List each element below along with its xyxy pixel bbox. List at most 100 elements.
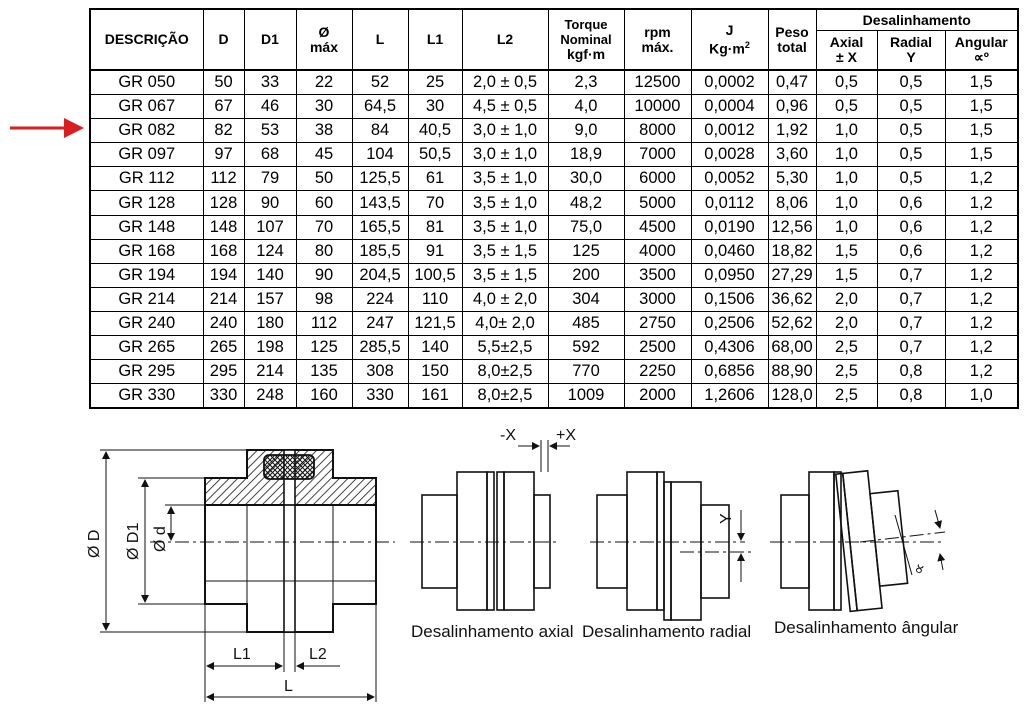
table-cell: 36,62 bbox=[767, 286, 817, 312]
table-cell: 180 bbox=[243, 310, 297, 337]
table-cell: 150 bbox=[407, 359, 463, 385]
header-j-line2: Kg·m2 bbox=[692, 38, 767, 57]
table-cell: 2,0 ± 0,5 bbox=[461, 69, 549, 96]
table-cell: 330 bbox=[351, 383, 409, 409]
table-cell: 3,5 ± 1,0 bbox=[461, 166, 549, 192]
dim-l1-label: L1 bbox=[233, 646, 251, 663]
table-cell: 214 bbox=[202, 286, 245, 312]
table-cell: 46 bbox=[243, 94, 297, 120]
table-cell: 91 bbox=[407, 238, 463, 264]
table-cell: 100,5 bbox=[407, 262, 463, 288]
table-cell: 285,5 bbox=[351, 335, 409, 361]
table-cell: 3,5 ± 1,5 bbox=[461, 238, 549, 264]
table-cell: 6000 bbox=[623, 166, 692, 192]
header-torque: Torque Nominal kgf·m bbox=[547, 8, 625, 71]
header-torque-line2: Nominal bbox=[560, 32, 612, 47]
table-cell: 214 bbox=[243, 359, 297, 385]
table-cell: 1,2 bbox=[944, 166, 1019, 192]
header-d: D bbox=[202, 8, 245, 71]
table-cell: 2,5 bbox=[815, 335, 878, 361]
highlight-arrow-icon bbox=[10, 118, 84, 138]
table-cell: 84 bbox=[351, 118, 409, 144]
table-cell: GR 295 bbox=[89, 359, 204, 385]
table-cell: 0,0012 bbox=[690, 118, 769, 144]
dim-d-label: Ø D bbox=[86, 530, 103, 558]
table-cell: 485 bbox=[547, 310, 625, 337]
table-cell: 160 bbox=[295, 383, 353, 409]
table-cell: 1,2 bbox=[944, 335, 1019, 361]
table-cell: 0,0052 bbox=[690, 166, 769, 192]
table-cell: 4,5 ± 0,5 bbox=[461, 94, 549, 120]
table-cell: 0,0112 bbox=[690, 190, 769, 216]
section-drawing bbox=[100, 449, 395, 702]
table-cell: 7000 bbox=[623, 142, 692, 168]
table-cell: 1,0 bbox=[815, 118, 878, 144]
table-cell: 1009 bbox=[547, 383, 625, 409]
table-cell: 308 bbox=[351, 359, 409, 385]
table-cell: 52,62 bbox=[767, 310, 817, 337]
table-cell: 5,30 bbox=[767, 166, 817, 192]
table-cell: 1,2606 bbox=[690, 383, 769, 409]
table-cell: 0,0028 bbox=[690, 142, 769, 168]
table-cell: GR 265 bbox=[89, 335, 204, 361]
dim-l-label: L bbox=[284, 678, 293, 695]
header-desalinhamento: Desalinhamento bbox=[815, 8, 1019, 31]
table-cell: 12500 bbox=[623, 69, 692, 96]
table-cell: 140 bbox=[243, 262, 297, 288]
table-cell: 3000 bbox=[623, 286, 692, 312]
table-cell: 18,9 bbox=[547, 142, 625, 168]
table-cell: 0,6 bbox=[876, 214, 946, 240]
table-cell: 0,0460 bbox=[690, 238, 769, 264]
header-l1: L1 bbox=[407, 8, 463, 71]
table-cell: 125 bbox=[547, 238, 625, 264]
table-cell: 0,6856 bbox=[690, 359, 769, 385]
table-cell: 1,5 bbox=[944, 69, 1019, 96]
table-cell: 2,0 bbox=[815, 286, 878, 312]
header-peso: Peso total bbox=[767, 8, 817, 71]
table-cell: 50,5 bbox=[407, 142, 463, 168]
table-cell: 1,2 bbox=[944, 214, 1019, 240]
table-cell: 224 bbox=[351, 286, 409, 312]
table-cell: 125,5 bbox=[351, 166, 409, 192]
table-cell: 3,0 ± 1,0 bbox=[461, 118, 549, 144]
table-cell: 5000 bbox=[623, 190, 692, 216]
table-cell: 8000 bbox=[623, 118, 692, 144]
header-axial-line1: Axial bbox=[829, 34, 864, 50]
table-cell: 3,0 ± 1,0 bbox=[461, 142, 549, 168]
axial-drawing bbox=[410, 440, 570, 611]
table-cell: 9,0 bbox=[547, 118, 625, 144]
table-cell: 1,2 bbox=[944, 286, 1019, 312]
table-cell: 1,0 bbox=[944, 383, 1019, 409]
table-cell: 247 bbox=[351, 310, 409, 337]
table-cell: 30 bbox=[407, 94, 463, 120]
table-cell: 2000 bbox=[623, 383, 692, 409]
table-cell: 0,5 bbox=[876, 166, 946, 192]
table-cell: 1,0 bbox=[815, 214, 878, 240]
table-cell: 10000 bbox=[623, 94, 692, 120]
header-peso-line1: Peso bbox=[775, 23, 809, 40]
header-omax-line2: máx bbox=[309, 38, 339, 55]
header-l2: L2 bbox=[461, 8, 549, 71]
header-rpm-line1: rpm bbox=[644, 23, 671, 40]
table-cell: 0,47 bbox=[767, 69, 817, 96]
table-cell: 2,5 bbox=[815, 383, 878, 409]
header-rpm: rpm máx. bbox=[623, 8, 692, 71]
header-radial-line2: Y bbox=[906, 49, 916, 65]
table-cell: 90 bbox=[243, 190, 297, 216]
table-cell: 0,7 bbox=[876, 335, 946, 361]
table-cell: 0,5 bbox=[815, 94, 878, 120]
table-cell: 124 bbox=[243, 238, 297, 264]
table-cell: 90 bbox=[295, 262, 353, 288]
table-cell: 1,5 bbox=[944, 142, 1019, 168]
table-cell: 22 bbox=[295, 69, 353, 96]
header-j-line1: J bbox=[725, 21, 734, 38]
alpha-label: ∝ bbox=[910, 561, 930, 578]
